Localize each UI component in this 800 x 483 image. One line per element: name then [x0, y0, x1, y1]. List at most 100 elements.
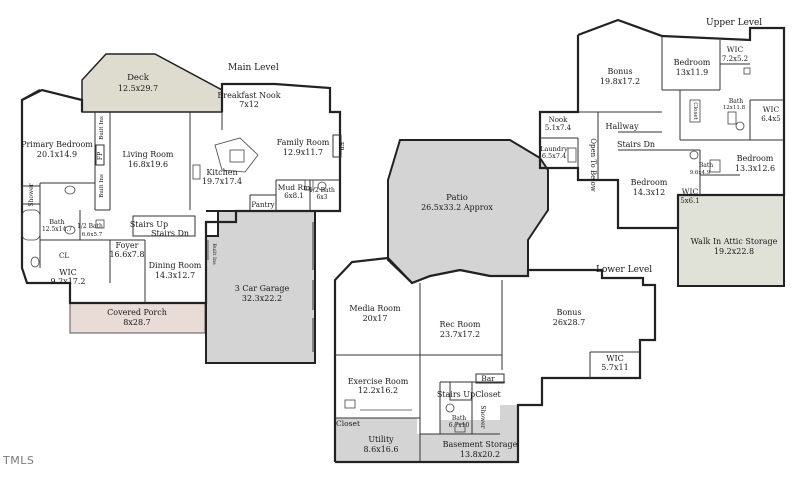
nook-name: Nook — [549, 116, 569, 124]
bedroom-1-name: Bedroom — [674, 58, 711, 67]
nook-dim: 5.1x7.4 — [545, 124, 572, 132]
stairs-dn-main: Stairs Dn — [151, 229, 189, 238]
half-bath-main-dim: 6x3 — [316, 194, 327, 201]
laundry-name: Laundry — [540, 145, 568, 153]
patio-dim: 26.5x33.2 Approx — [421, 203, 493, 212]
dining-room-name: Dining Room — [149, 261, 202, 270]
main-level-title: Main Level — [228, 63, 279, 73]
attic-name: Walk In Attic Storage — [691, 237, 778, 246]
exercise-room-dim: 12.2x16.2 — [358, 386, 398, 395]
upper-level-title: Upper Level — [706, 18, 762, 28]
kitchen-dim: 19.7x17.4 — [202, 177, 242, 186]
bath-lower-name: Bath — [452, 415, 466, 422]
basement-storage-name: Basement Storage — [443, 440, 518, 449]
half-bath-main-name: 1/2 Bath — [309, 187, 335, 194]
wic-lower-dim: 5.7x11 — [601, 363, 628, 372]
closet-lower-left: Closet — [336, 419, 360, 428]
bonus-lower-name: Bonus — [556, 308, 581, 317]
mud-room-name: Mud Rm — [278, 183, 310, 192]
wic-lower-name: WIC — [606, 354, 624, 363]
fp-label-family: FP — [337, 142, 344, 150]
exercise-room-name: Exercise Room — [348, 377, 409, 386]
wic-2-name: WIC — [763, 105, 780, 114]
rec-room-dim: 23.7x17.2 — [440, 330, 480, 339]
foyer-name: Foyer — [115, 241, 138, 250]
family-room-name: Family Room — [277, 138, 330, 147]
deck-name: Deck — [127, 73, 150, 83]
laundry-dim: 6.5x7.4 — [542, 152, 566, 160]
wic-primary-dim: 9.2x17.2 — [50, 277, 85, 286]
primary-bedroom-name: Primary Bedroom — [21, 140, 93, 149]
closet-upper: Closet — [692, 102, 698, 120]
bath-primary-dim: 12.5x14.7 — [42, 226, 72, 233]
closet-lower-right: Closet — [475, 390, 501, 399]
open-to-below-label: Open To Below — [589, 138, 597, 191]
attic-dim: 19.2x22.8 — [714, 247, 754, 256]
porch-dim: 8x28.7 — [123, 318, 150, 327]
mud-room-dim: 6x8.1 — [284, 192, 304, 200]
bath-lower-dim: 6.7x10 — [449, 422, 470, 429]
wic-3-dim: 5x6.1 — [680, 197, 700, 205]
built-ins-label-3: Built Ins — [211, 243, 217, 265]
bedroom-2-name: Bedroom — [631, 178, 668, 187]
dining-room-dim: 14.3x12.7 — [155, 271, 195, 280]
bath-upper-1-dim: 12x11.8 — [723, 105, 746, 111]
half-bath-primary-name: 1/2 Bath — [77, 223, 103, 230]
bonus-upper-name: Bonus — [607, 67, 632, 76]
stairs-up-lower: Stairs Up — [437, 390, 475, 399]
half-bath-primary-dim: 6.6x5.7 — [82, 232, 103, 238]
deck-dim: 12.5x29.7 — [118, 84, 158, 93]
stairs-dn-upper: Stairs Dn — [617, 140, 655, 149]
upper-level: Upper Level Bonus 19.8x17.2 Bedroom 13x1… — [538, 18, 786, 287]
kitchen-name: Kitchen — [206, 168, 237, 177]
lower-exterior-wall — [333, 256, 657, 464]
built-ins-label-2: Built Ins — [99, 174, 105, 198]
bonus-upper-dim: 19.8x17.2 — [600, 77, 640, 86]
garage-dim: 32.3x22.2 — [242, 294, 282, 303]
lower-level: Lower Level Media Room 20x17 Rec Room 23… — [333, 256, 657, 464]
wic-1-dim: 7.2x5.2 — [722, 55, 748, 63]
media-room-dim: 20x17 — [363, 314, 388, 323]
utility-area — [335, 418, 417, 462]
bath-upper-1-name: Bath — [729, 98, 743, 105]
mls-watermark: TMLS — [3, 454, 35, 467]
wic-2-dim: 6.4x5 — [761, 115, 781, 123]
rec-room-name: Rec Room — [439, 320, 480, 329]
living-room-name: Living Room — [122, 150, 173, 159]
living-room-dim: 16.8x19.6 — [128, 160, 168, 169]
breakfast-dim: 7x12 — [239, 100, 259, 109]
deck-area — [81, 53, 223, 113]
garage-name: 3 Car Garage — [235, 284, 290, 293]
patio-name: Patio — [446, 193, 468, 203]
shower-label-lower: Shower — [479, 405, 486, 428]
bedroom-3-name: Bedroom — [737, 154, 774, 163]
utility-name: Utility — [368, 435, 394, 444]
bedroom-2-dim: 14.3x12 — [633, 188, 666, 197]
bath-upper-2-dim: 9.6x4.9 — [690, 170, 711, 176]
lower-level-title: Lower Level — [596, 265, 652, 275]
utility-dim: 8.6x16.6 — [363, 445, 398, 454]
wic-primary-name: WIC — [59, 268, 77, 277]
shower-label-primary: Shower — [28, 183, 35, 206]
bath-upper-2-name: Bath — [699, 162, 713, 169]
hallway-label: Hallway — [606, 122, 639, 131]
bonus-lower-dim: 26x28.7 — [553, 318, 586, 327]
breakfast-name: Breakfast Nook — [217, 91, 280, 100]
foyer-dim: 16.6x7.8 — [109, 250, 144, 259]
upper-exterior-wall — [538, 18, 786, 230]
fp-label-main: FP — [97, 152, 104, 160]
patio-area-group: Patio 26.5x33.2 Approx — [387, 139, 549, 285]
stairs-up-main: Stairs Up — [130, 220, 168, 229]
porch-name: Covered Porch — [107, 308, 167, 317]
covered-porch-area — [69, 302, 206, 334]
bedroom-1-dim: 13x11.9 — [676, 68, 709, 77]
bath-primary-name: Bath — [49, 218, 64, 226]
wic-3-name: WIC — [682, 187, 699, 196]
main-level: Main Level Deck 12.5x29.7 Breakfast Nook… — [20, 53, 344, 364]
family-room-dim: 12.9x11.7 — [283, 148, 323, 157]
cl-label: CL — [59, 252, 69, 260]
bar-label: Bar — [481, 374, 495, 383]
primary-bedroom-dim: 20.1x14.9 — [37, 150, 77, 159]
wic-1-name: WIC — [727, 45, 744, 54]
